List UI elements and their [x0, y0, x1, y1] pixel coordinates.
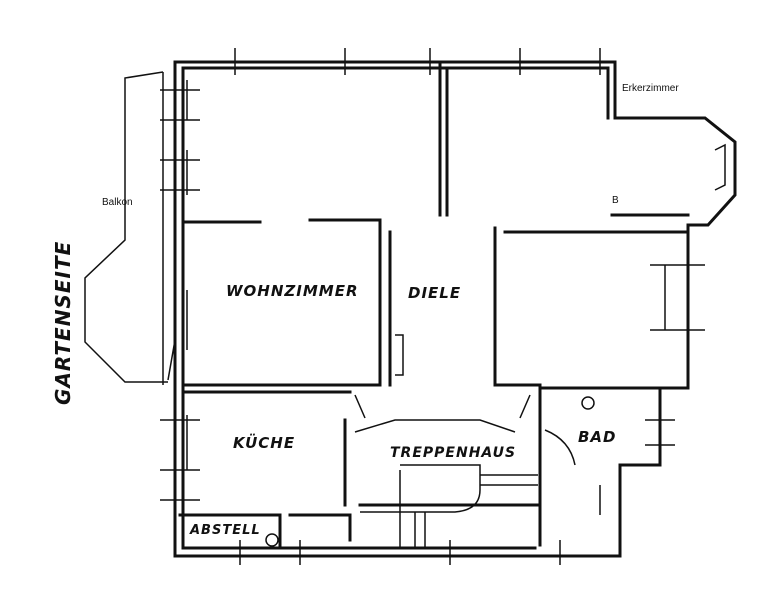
stairs [354, 419, 538, 548]
interior-walls [178, 60, 690, 547]
outer-walls [173, 60, 737, 558]
dimension-ticks [160, 48, 705, 565]
room-label-kueche: KÜCHE [233, 433, 295, 452]
room-label-wohnzimmer: WOHNZIMMER [226, 282, 359, 300]
room-label-erkerzimmer: Erkerzimmer [622, 83, 679, 94]
room-label-treppenhaus: TREPPENHAUS [390, 445, 516, 461]
room-label-bad: BAD [578, 428, 617, 446]
room-label-abstell: ABSTELL [189, 523, 261, 538]
mark-b: B [612, 195, 619, 206]
room-label-balkon: Balkon [102, 197, 133, 208]
side-label-gartenseite: GARTENSEITE [51, 241, 75, 405]
doors-windows [167, 67, 726, 547]
room-label-diele: DIELE [408, 284, 461, 302]
balcony [84, 71, 168, 385]
